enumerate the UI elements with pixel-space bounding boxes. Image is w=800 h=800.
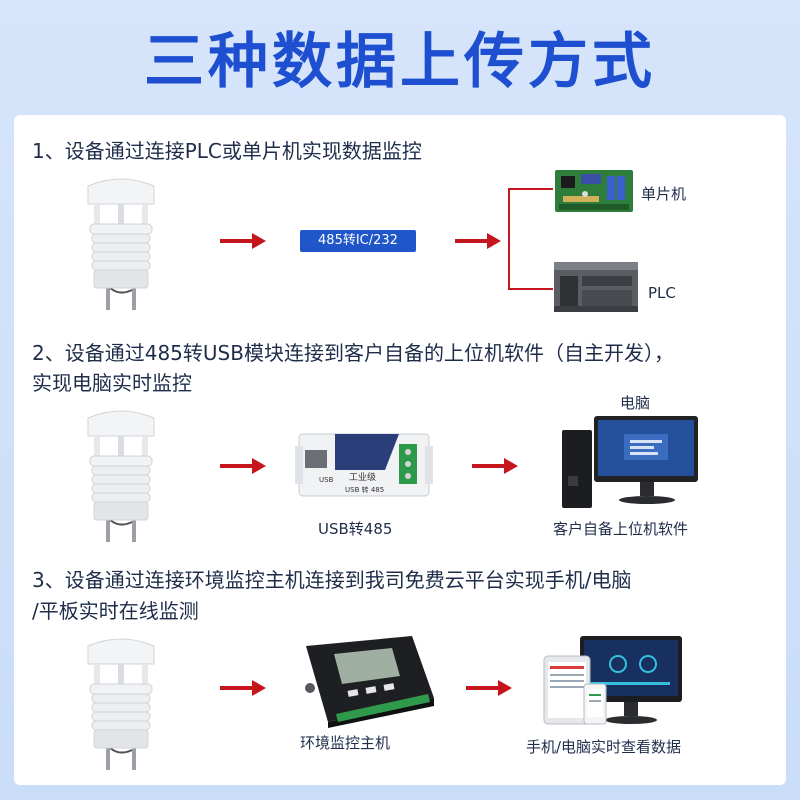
arrow-right-icon	[466, 680, 512, 696]
module-print-1: 工业级	[349, 471, 376, 483]
mcu-board-image	[555, 170, 633, 212]
section2-heading-line2: 实现电脑实时监控	[32, 371, 192, 395]
devices-label: 手机/电脑实时查看数据	[526, 738, 682, 756]
section3-heading-line2: /平板实时在线监测	[32, 599, 199, 623]
arrow-right-icon	[220, 458, 266, 474]
plc-device-image	[554, 262, 638, 312]
sensor-image-3	[87, 638, 155, 770]
usb-485-module-image: USB 工业级 USB 转 485	[295, 433, 433, 497]
arrow-right-icon	[220, 680, 266, 696]
computer-top-label: 电脑	[620, 394, 651, 412]
phone-tablet-computer-image	[543, 636, 682, 725]
usb-module-label: USB转485	[318, 520, 393, 538]
sensor-image-2	[87, 410, 155, 542]
arrow-right-icon	[220, 233, 266, 249]
desktop-computer-image	[562, 416, 698, 508]
section2-heading-line1: 2、设备通过485转USB模块连接到客户自备的上位机软件（自主开发），	[32, 341, 674, 365]
monitoring-host-image	[305, 636, 434, 728]
page-title: 三种数据上传方式	[144, 27, 656, 97]
computer-bottom-label: 客户自备上位机软件	[553, 520, 689, 538]
plc-label: PLC	[648, 284, 676, 302]
section3-heading-line1: 3、设备通过连接环境监控主机连接到我司免费云平台实现手机/电脑	[32, 568, 632, 592]
module-print-2: USB 转 485	[345, 485, 384, 494]
mcu-label: 单片机	[641, 185, 687, 203]
bracket-connector-lines	[508, 188, 553, 290]
arrow-right-icon	[472, 458, 518, 474]
converter-tag: 485转IC/232	[300, 230, 416, 252]
arrow-right-icon	[455, 233, 501, 249]
section1-heading: 1、设备通过连接PLC或单片机实现数据监控	[32, 139, 422, 163]
module-side-text: USB	[319, 476, 334, 484]
host-label: 环境监控主机	[300, 734, 391, 752]
sensor-image-1	[87, 178, 155, 310]
